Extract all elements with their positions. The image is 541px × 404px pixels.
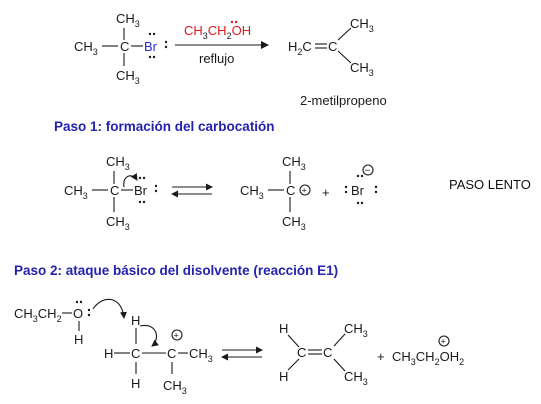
bond: [333, 333, 346, 347]
ethanol-oxygen-lone-pair: [230, 20, 238, 24]
ch3-bottom: CH3​: [282, 214, 306, 232]
reagent-ethanol: CH3​CH2​OH: [184, 23, 251, 41]
ethanol-base: CH3​CH2​ O H: [14, 298, 127, 347]
bromide-lone-pairs: [344, 174, 378, 205]
condition-reflux: reflujo: [199, 51, 234, 66]
bond: [287, 358, 300, 371]
oxygen-atom: O: [73, 306, 83, 321]
tert-butyl-bromide: CH3​ CH3​ C Br CH3​: [74, 11, 168, 86]
slow-step-note: PASO LENTO: [449, 177, 531, 192]
bromine-lone-pairs: [148, 32, 168, 59]
positive-charge: +: [174, 331, 179, 341]
ch3-top: CH3​: [106, 154, 130, 172]
plus-sign: +: [377, 349, 385, 364]
h-bottom: H: [279, 369, 288, 384]
ch3-right: CH3​: [189, 346, 213, 364]
positive-charge: +: [302, 186, 307, 196]
bromide-ion: Br −: [344, 164, 378, 205]
bond: [287, 334, 300, 348]
bromine-atom: Br: [144, 39, 158, 54]
ethyl-group: CH3​CH2​: [14, 306, 62, 324]
oxygen-lone-pairs: [75, 300, 91, 317]
ch3-top: CH3​: [350, 16, 374, 34]
h-bottom: H: [131, 376, 140, 391]
carbon-1: C: [297, 345, 306, 360]
carbon-2: C: [323, 345, 332, 360]
carbon: C: [286, 183, 295, 198]
reaction-arrow: CH3​CH2​OH reflujo: [175, 20, 269, 66]
product-name: 2-metilpropeno: [300, 93, 387, 108]
ch3-bottom: CH3​: [106, 214, 130, 232]
ch3-left: CH3​: [74, 39, 98, 57]
equilibrium-arrows: [171, 183, 213, 198]
carbon: C: [110, 183, 119, 198]
overall-reaction: CH3​ CH3​ C Br CH3​ CH3​CH2​OH reflujo: [74, 11, 387, 108]
alkene-product: H C C H CH3​ CH3​: [279, 321, 368, 387]
carbocation-intermediate: H H C C + CH3​ H CH3​: [104, 313, 213, 396]
ch3-left: CH3​: [240, 183, 264, 201]
ch3-left: CH3​: [64, 183, 88, 201]
carbon-1: C: [131, 346, 140, 361]
alkene-carbon: C: [328, 39, 337, 54]
hydrogen-atom: H: [74, 332, 83, 347]
ch3-top: CH3​: [116, 11, 140, 29]
h-top: H: [131, 313, 140, 328]
carbon-2: C: [167, 346, 176, 361]
equilibrium-arrows: [221, 346, 263, 361]
bromine-lone-pairs: [138, 176, 158, 204]
h-top: H: [279, 321, 288, 336]
ch3-bottom: CH3​: [350, 60, 374, 78]
tert-butyl-cation: CH3​ CH3​ C + CH3​: [240, 154, 311, 232]
bond: [337, 50, 352, 64]
protonated-ethanol: CH3​CH2​OH2​: [392, 349, 464, 367]
curved-arrow: [92, 298, 127, 319]
bond: [333, 358, 346, 372]
step2-scheme: CH3​CH2​ O H H H C C + CH3​ H: [14, 298, 464, 396]
carbon: C: [120, 39, 129, 54]
bromine-atom: Br: [351, 183, 365, 198]
step1-substrate: CH3​ CH3​ C Br CH3​: [64, 154, 158, 232]
step1-heading: Paso 1: formación del carbocatión: [54, 119, 275, 134]
positive-charge-circle: [299, 184, 311, 196]
bromine-atom: Br: [134, 183, 148, 198]
ch3-top: CH3​: [344, 321, 368, 339]
negative-charge: −: [365, 166, 371, 177]
isobutylene-product: H2​C C CH3​ CH3​ 2-metilpropeno: [288, 16, 387, 108]
negative-charge-circle: [362, 164, 374, 176]
step1-scheme: CH3​ CH3​ C Br CH3​ CH3​ CH3​ C: [64, 154, 531, 232]
oxonium-byproduct: CH3​CH2​OH2​ +: [392, 335, 464, 367]
ch3-bottom: CH3​: [116, 68, 140, 86]
positive-charge: +: [441, 337, 446, 347]
curved-arrow: [139, 324, 159, 347]
bond: [337, 27, 352, 41]
ch3-bottom: CH3​: [344, 369, 368, 387]
curved-arrow: [123, 173, 138, 188]
ch3-bottom: CH3​: [163, 378, 187, 396]
h2c-group: H2​C: [288, 39, 312, 57]
positive-charge-circle: [438, 335, 450, 347]
positive-charge-circle: [171, 329, 183, 341]
plus-sign: +: [322, 185, 330, 200]
ch3-top: CH3​: [282, 154, 306, 172]
step2-heading: Paso 2: ataque básico del disolvente (re…: [14, 263, 338, 278]
h-left: H: [104, 346, 113, 361]
